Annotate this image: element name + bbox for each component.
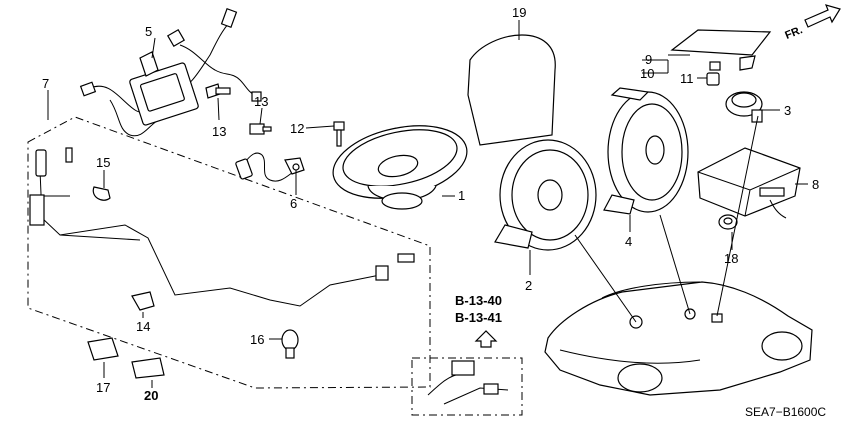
bolt-13-upper	[205, 83, 231, 99]
reference-arrow-icon	[474, 330, 498, 348]
tweeter-grille	[670, 29, 772, 71]
clip-11	[706, 72, 720, 86]
callout-8: 8	[812, 177, 819, 192]
grommet-18	[718, 214, 738, 230]
diagram-code: SEA7−B1600C	[745, 405, 826, 419]
callout-9: 9	[645, 52, 652, 67]
reference-connector-detail	[411, 357, 523, 416]
vehicle-outline	[544, 281, 813, 396]
callout-7: 7	[42, 76, 49, 91]
door-speaker-left	[494, 139, 597, 251]
callout-11: 11	[680, 71, 694, 86]
callout-16: 16	[250, 332, 264, 347]
callout-13-upper: 13	[212, 124, 226, 139]
screw-12	[333, 121, 345, 147]
callout-10: 10	[640, 66, 654, 81]
front-direction-arrow-icon	[804, 4, 841, 28]
leader-lines	[47, 20, 808, 388]
reference-label-1[interactable]: B-13-40	[455, 293, 502, 308]
clip-16	[281, 329, 299, 359]
speaker-acoustic-panel	[467, 34, 556, 146]
callout-20: 20	[144, 388, 158, 403]
speaker-harness	[235, 152, 305, 182]
callout-17: 17	[96, 380, 110, 395]
door-speaker-right	[603, 87, 689, 215]
callout-19: 19	[512, 5, 526, 20]
tweeter	[725, 91, 763, 123]
antenna-cable-assembly	[27, 116, 431, 389]
pad-17	[87, 337, 119, 361]
pad-20	[131, 357, 165, 379]
antenna-amplifier-assembly	[79, 8, 262, 137]
oval-speaker	[332, 125, 468, 210]
callout-13-lower: 13	[254, 94, 268, 109]
reference-label-2[interactable]: B-13-41	[455, 310, 502, 325]
callout-18: 18	[724, 251, 738, 266]
clip-15	[92, 186, 111, 201]
audio-amplifier	[697, 147, 801, 219]
callout-3: 3	[784, 103, 791, 118]
callout-6: 6	[290, 196, 297, 211]
callout-14: 14	[136, 319, 150, 334]
callout-12: 12	[290, 121, 304, 136]
clip-14	[131, 291, 155, 311]
bolt-13-lower	[249, 123, 272, 135]
direction-label: FR.	[783, 24, 804, 42]
callout-2: 2	[525, 278, 532, 293]
callout-4: 4	[625, 234, 632, 249]
callout-5: 5	[145, 24, 152, 39]
callout-1: 1	[458, 188, 465, 203]
callout-15: 15	[96, 155, 110, 170]
